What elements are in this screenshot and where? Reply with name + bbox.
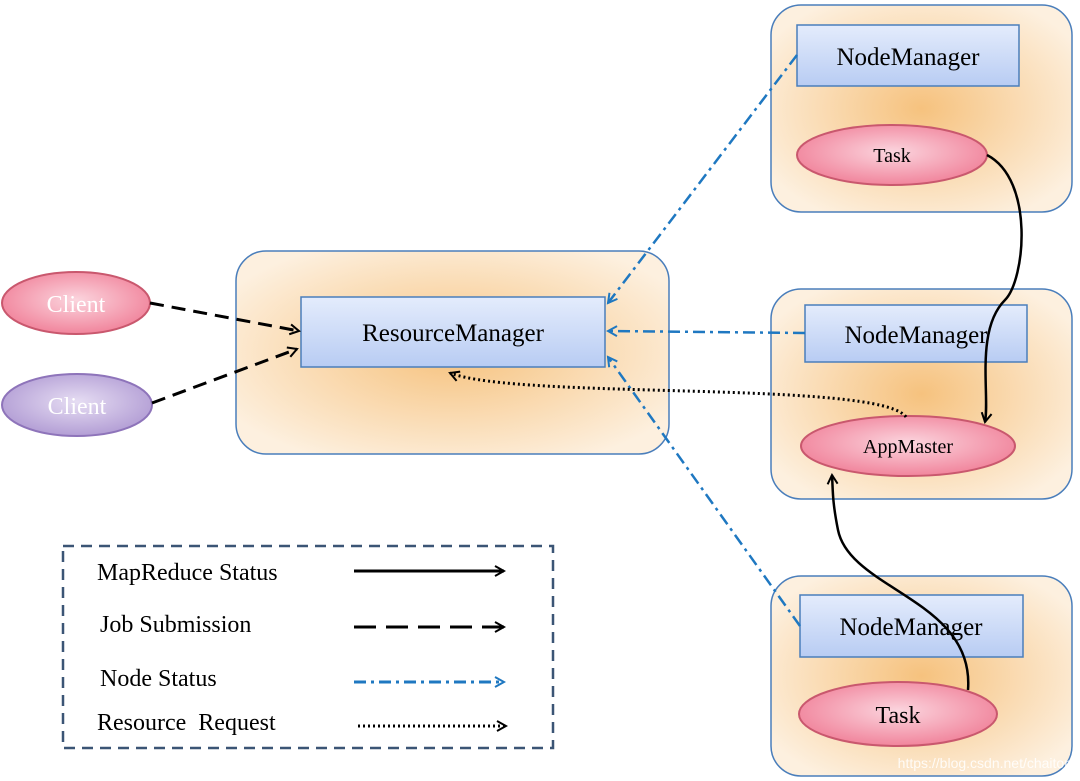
legend-label-mapreduce-status: MapReduce Status [97, 560, 278, 586]
legend-border [61, 544, 555, 750]
job-submission-arrow-1 [149, 301, 299, 331]
client-ellipse-pink: Client [1, 271, 151, 335]
mapreduce-status-arrow-bottom [832, 475, 970, 691]
resource-manager-label: ResourceManager [362, 320, 545, 347]
watermark-text: https://blog.csdn.net/chaiton [898, 755, 1072, 771]
legend-label-job-submission: Job Submission [100, 612, 251, 638]
node-manager-label-top: NodeManager [837, 44, 981, 71]
node-status-arrow-middle [608, 331, 806, 333]
legend-label-resource-request: Resource Request [97, 710, 276, 736]
node-manager-box-top: NodeManager [796, 24, 1020, 87]
resource-manager-box: ResourceManager [300, 296, 606, 368]
legend-label-node-status: Node Status [100, 666, 217, 692]
task-label-bottom: Task [876, 703, 921, 729]
client-label-1: Client [47, 292, 106, 318]
task-ellipse-top: Task [796, 124, 988, 186]
node-status-arrow-bottom [608, 357, 802, 627]
node-manager-box-bottom: NodeManager [799, 594, 1024, 658]
node-manager-label-bottom: NodeManager [840, 614, 984, 641]
job-submission-arrow-2 [151, 349, 297, 405]
appmaster-ellipse: AppMaster [800, 415, 1016, 477]
mapreduce-status-arrow-top [985, 153, 1023, 422]
task-ellipse-bottom: Task [798, 681, 998, 747]
node-manager-label-middle: NodeManager [845, 322, 989, 349]
client-label-2: Client [48, 394, 107, 420]
resource-request-arrow [450, 373, 908, 419]
node-status-arrow-top [608, 54, 798, 303]
task-label-top: Task [873, 145, 910, 167]
appmaster-label: AppMaster [863, 436, 953, 458]
legend: MapReduce Status Job Submission Node Sta… [61, 544, 555, 750]
client-ellipse-purple: Client [1, 373, 153, 437]
node-manager-box-middle: NodeManager [804, 304, 1028, 363]
